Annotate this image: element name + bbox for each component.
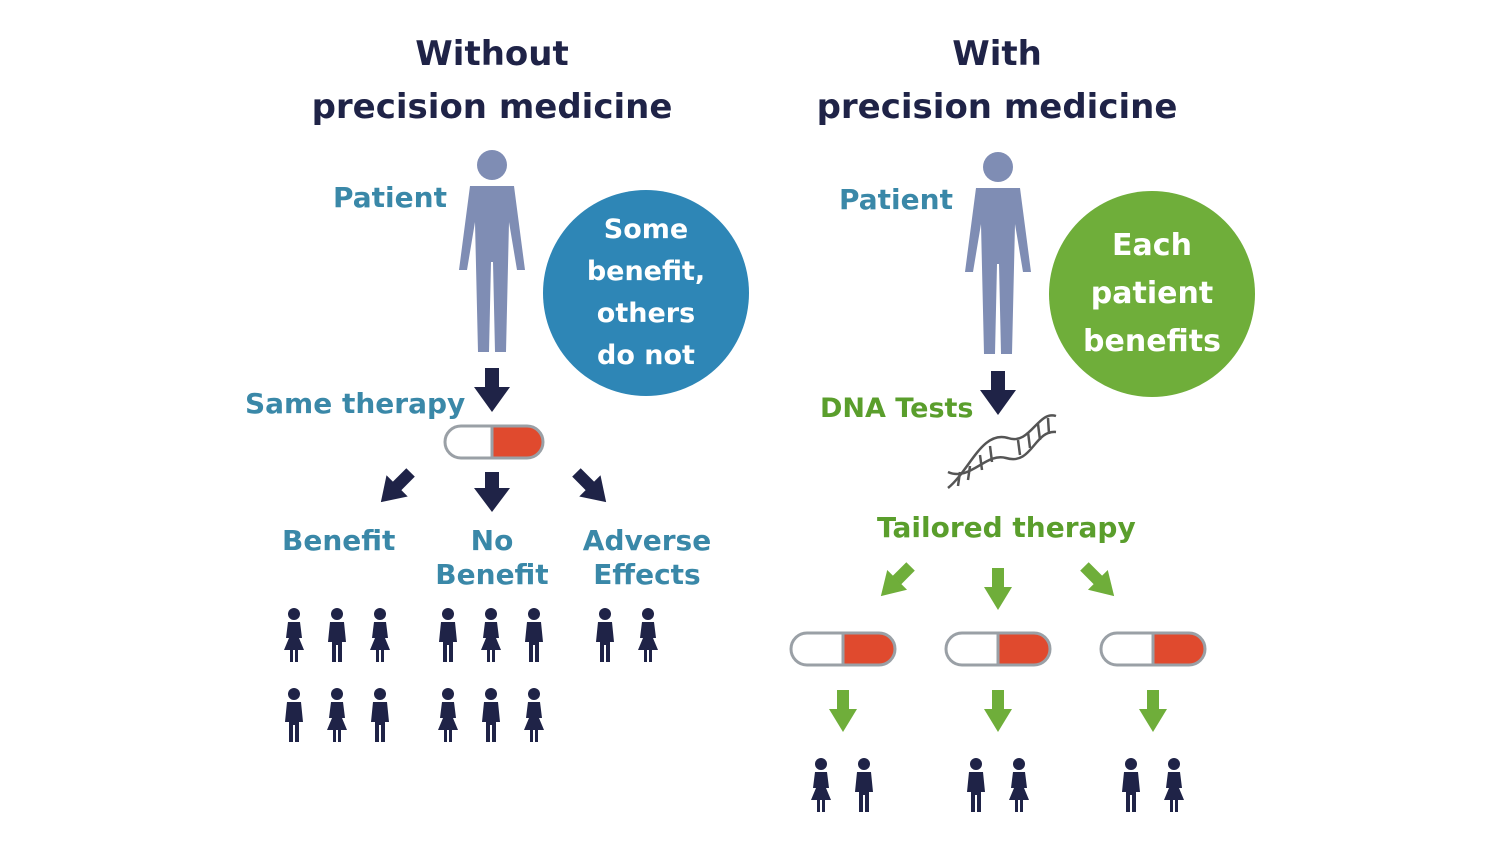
no-benefit-label: No Benefit <box>432 524 552 592</box>
person-icon <box>284 608 304 662</box>
right-outcome-bubble: Each patient benefits <box>1049 191 1255 397</box>
person-icon <box>525 608 543 662</box>
down-arrow-icon <box>829 690 857 732</box>
left-bubble-line: Some <box>603 214 689 245</box>
left-panel: Without precision medicine Patient Some … <box>232 28 752 742</box>
person-icon <box>439 608 457 662</box>
person-icon <box>524 688 544 742</box>
no-benefit-line1: No <box>470 524 514 557</box>
adverse-line1: Adverse <box>582 524 712 557</box>
left-bubble-line: do not <box>597 340 695 371</box>
person-icon <box>328 608 346 662</box>
right-bubble-line: patient <box>1090 276 1214 311</box>
person-icon <box>370 608 390 662</box>
left-graphics <box>284 150 658 742</box>
same-therapy-label: Same therapy <box>245 387 466 420</box>
right-title-line2: precision medicine <box>816 87 1178 127</box>
person-icon <box>596 608 614 662</box>
no-benefit-line2: Benefit <box>435 558 549 591</box>
right-panel: With precision medicine Patient Each pat… <box>750 0 1500 844</box>
dna-helix-icon <box>947 414 1057 489</box>
person-icon <box>438 688 458 742</box>
adverse-line2: Effects <box>593 558 701 591</box>
person-icon <box>1122 758 1140 812</box>
dna-tests-label: DNA Tests <box>820 393 974 424</box>
down-arrow-icon <box>474 368 510 412</box>
patient-figure-icon <box>459 150 525 352</box>
down-left-arrow-icon <box>380 468 415 503</box>
down-arrow-icon <box>984 690 1012 732</box>
left-outcome-bubble: Some benefit, others do not <box>543 190 749 396</box>
right-bubble-line: Each <box>1112 228 1192 263</box>
left-bubble-line: others <box>596 298 696 329</box>
person-icon <box>967 758 985 812</box>
down-arrow-icon <box>984 568 1012 610</box>
pill-capsule-icon <box>789 631 897 667</box>
pill-capsule-icon <box>443 424 545 460</box>
right-bubble-line: benefits <box>1083 324 1221 359</box>
down-arrow-icon <box>474 472 510 512</box>
down-arrow-icon <box>1139 690 1167 732</box>
left-title-line2: precision medicine <box>311 87 673 127</box>
tailored-therapy-label: Tailored therapy <box>877 511 1136 544</box>
right-title: With precision medicine <box>737 28 1257 134</box>
left-title-line1: Without <box>415 34 569 74</box>
right-graphics <box>789 152 1207 812</box>
right-title-line1: With <box>952 34 1042 74</box>
benefit-label: Benefit <box>282 524 396 557</box>
down-left-arrow-icon <box>870 556 921 607</box>
down-arrow-icon <box>980 371 1016 415</box>
left-bubble-line: benefit, <box>586 256 706 287</box>
person-icon <box>811 758 831 812</box>
person-icon <box>855 758 873 812</box>
left-title: Without precision medicine <box>232 28 752 134</box>
pill-capsule-icon <box>1099 631 1207 667</box>
person-icon <box>285 688 303 742</box>
person-icon <box>1009 758 1029 812</box>
person-icon <box>371 688 389 742</box>
person-icon <box>481 608 501 662</box>
person-icon <box>1164 758 1184 812</box>
right-patient-label: Patient <box>839 183 953 216</box>
left-patient-label: Patient <box>333 181 447 214</box>
person-icon <box>482 688 500 742</box>
down-right-arrow-icon <box>1074 556 1125 607</box>
person-icon <box>327 688 347 742</box>
pill-capsule-icon <box>944 631 1052 667</box>
person-icon <box>638 608 658 662</box>
patient-figure-icon <box>965 152 1031 354</box>
adverse-effects-label: Adverse Effects <box>582 524 712 592</box>
down-right-arrow-icon <box>572 468 607 503</box>
